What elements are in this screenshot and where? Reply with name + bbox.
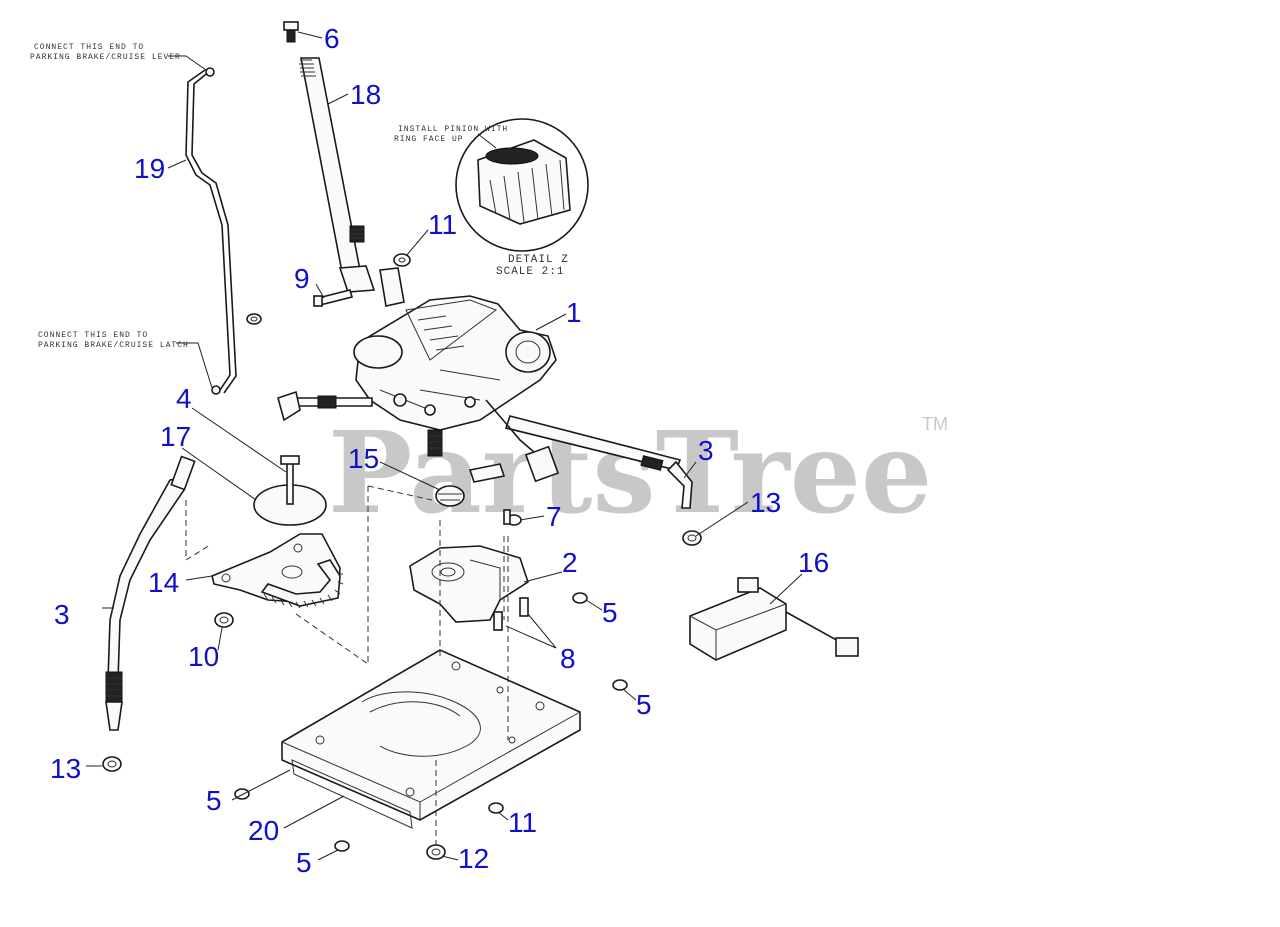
nut-12 bbox=[426, 844, 446, 860]
callout-5-plate-right: 5 bbox=[636, 689, 652, 720]
control-module bbox=[689, 577, 859, 661]
detail-z: INSTALL PINION WITH RING FACE UP DETAIL … bbox=[394, 118, 589, 278]
shaft-bolt bbox=[283, 21, 299, 43]
lower-note-line2: PARKING BRAKE/CRUISE LATCH bbox=[38, 341, 189, 350]
callout-17: 17 bbox=[160, 421, 191, 452]
nut-11-lower bbox=[488, 802, 504, 814]
pinion-gear bbox=[427, 429, 506, 507]
screw-5-plate-bottom bbox=[334, 840, 350, 852]
detail-note-line2: RING FACE UP bbox=[394, 135, 464, 144]
callout-8: 8 bbox=[560, 643, 576, 674]
callout-12: 12 bbox=[458, 843, 489, 874]
callout-19: 19 bbox=[134, 153, 165, 184]
callout-5-bracket: 5 bbox=[602, 597, 618, 628]
callout-18: 18 bbox=[350, 79, 381, 110]
connection-notes: CONNECT THIS END TO PARKING BRAKE/CRUISE… bbox=[30, 43, 213, 389]
nut-13-right bbox=[682, 530, 702, 546]
parking-brake-rod bbox=[185, 67, 237, 395]
callout-5-plate-bottom: 5 bbox=[296, 847, 312, 878]
callout-16: 16 bbox=[798, 547, 829, 578]
callout-7: 7 bbox=[546, 501, 562, 532]
detail-scale: SCALE 2:1 bbox=[496, 266, 564, 278]
callout-10: 10 bbox=[188, 641, 219, 672]
detail-note-line1: INSTALL PINION WITH bbox=[398, 125, 508, 134]
upper-note-line2: PARKING BRAKE/CRUISE LEVER bbox=[30, 53, 181, 62]
callout-3-right: 3 bbox=[698, 435, 714, 466]
assembly-lines bbox=[185, 485, 509, 850]
nut-11-upper bbox=[393, 253, 411, 267]
callout-1: 1 bbox=[566, 297, 582, 328]
callout-4: 4 bbox=[176, 383, 192, 414]
callout-leaders bbox=[86, 31, 803, 861]
sector-gear bbox=[211, 533, 344, 609]
callout-20: 20 bbox=[248, 815, 279, 846]
tie-rod-right bbox=[485, 399, 693, 509]
nut-13-left bbox=[102, 756, 122, 772]
upper-note-line1: CONNECT THIS END TO bbox=[34, 43, 144, 52]
tie-rod-left bbox=[277, 390, 373, 422]
steering-bracket bbox=[409, 545, 529, 623]
callout-15: 15 bbox=[348, 443, 379, 474]
bolt-9 bbox=[313, 289, 353, 307]
callout-numbers: 6 18 19 11 9 1 4 17 15 3 13 7 2 14 16 5 … bbox=[50, 23, 829, 878]
callout-11-upper: 11 bbox=[428, 209, 457, 240]
small-nut bbox=[246, 313, 262, 325]
watermark-trademark: TM bbox=[922, 414, 948, 434]
mounting-plate bbox=[281, 649, 581, 829]
callout-3-left: 3 bbox=[54, 599, 70, 630]
watermark-brand: PartsTree bbox=[328, 408, 932, 539]
callout-13-right: 13 bbox=[750, 487, 781, 518]
partstree-watermark: PartsTree TM bbox=[328, 408, 948, 539]
callout-13-left: 13 bbox=[50, 753, 81, 784]
screw-5-plate-right bbox=[612, 679, 628, 691]
steering-shaft bbox=[299, 57, 405, 307]
lower-note-line1: CONNECT THIS END TO bbox=[38, 331, 148, 340]
detail-title: DETAIL Z bbox=[508, 254, 569, 266]
callout-2: 2 bbox=[562, 547, 578, 578]
callout-11-lower: 11 bbox=[508, 807, 537, 838]
callout-5-plate-left: 5 bbox=[206, 785, 222, 816]
drag-link-left bbox=[105, 455, 196, 731]
callout-14: 14 bbox=[148, 567, 179, 598]
callout-9: 9 bbox=[294, 263, 310, 294]
sector-disc bbox=[253, 455, 327, 526]
callout-6: 6 bbox=[324, 23, 340, 54]
motor-gearbox-assembly bbox=[353, 295, 557, 431]
nut-10 bbox=[214, 612, 234, 628]
screw-5-right-upper bbox=[572, 592, 588, 604]
screws-8 bbox=[493, 597, 529, 631]
